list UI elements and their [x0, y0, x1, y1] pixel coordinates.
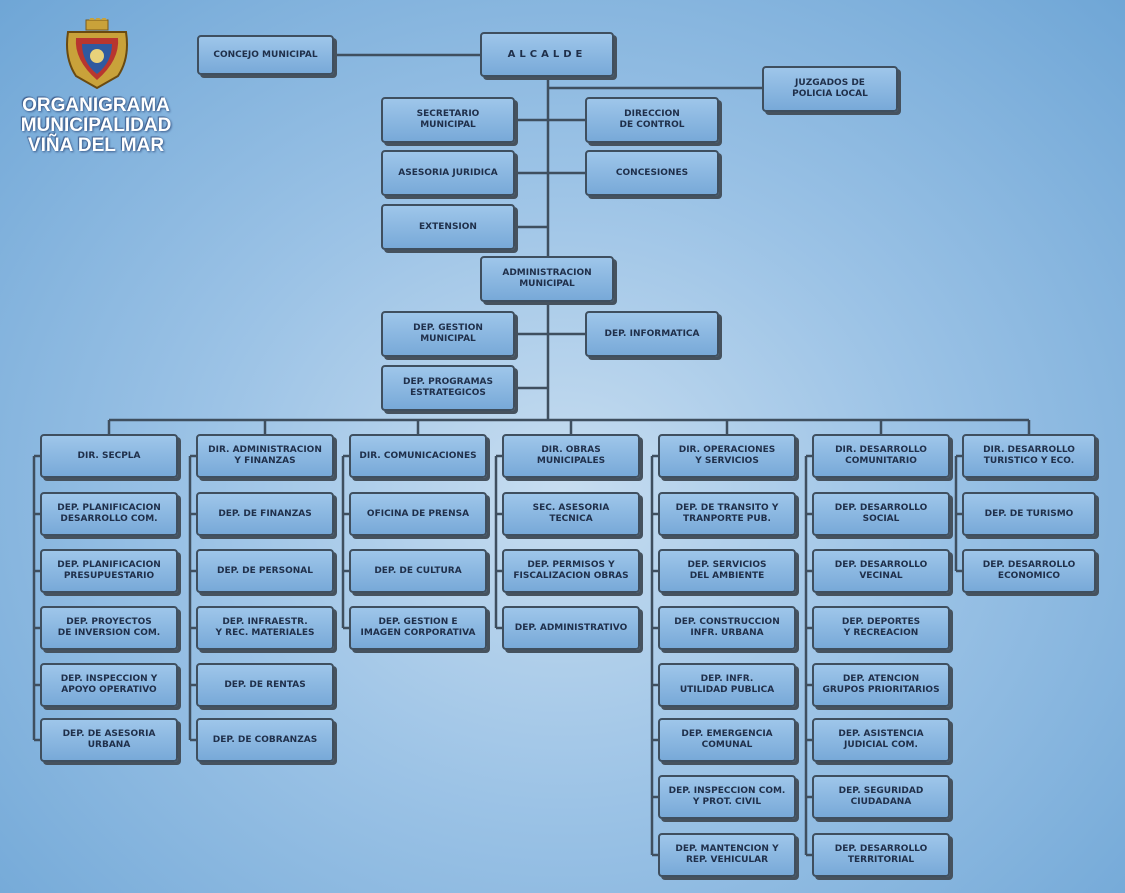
- box-dep: DEP. ATENCION GRUPOS PRIORITARIOS: [812, 663, 950, 707]
- box-dep: DEP. PERMISOS Y FISCALIZACION OBRAS: [502, 549, 640, 593]
- box-juzgados: JUZGADOS DE POLICIA LOCAL: [762, 66, 898, 112]
- box-dep: DEP. DESARROLLO TERRITORIAL: [812, 833, 950, 877]
- page-title: ORGANIGRAMA MUNICIPALIDAD VIÑA DEL MAR: [20, 95, 172, 156]
- box-extension: EXTENSION: [381, 204, 515, 250]
- box-dep-programas-estrategicos: DEP. PROGRAMAS ESTRATEGICOS: [381, 365, 515, 411]
- box-dir-secpla: DIR. SECPLA: [40, 434, 178, 478]
- box-dep: DEP. PLANIFICACION PRESUPUESTARIO: [40, 549, 178, 593]
- box-dep-gestion-municipal: DEP. GESTION MUNICIPAL: [381, 311, 515, 357]
- box-dep: DEP. DE TRANSITO Y TRANPORTE PUB.: [658, 492, 796, 536]
- box-dep: DEP. ASISTENCIA JUDICIAL COM.: [812, 718, 950, 762]
- box-dep: DEP. DE TURISMO: [962, 492, 1096, 536]
- box-dep: DEP. ADMINISTRATIVO: [502, 606, 640, 650]
- box-asesoria-juridica: ASESORIA JURIDICA: [381, 150, 515, 196]
- box-dep: DEP. EMERGENCIA COMUNAL: [658, 718, 796, 762]
- box-dep: DEP. PLANIFICACION DESARROLLO COM.: [40, 492, 178, 536]
- box-dep: DEP. DE CULTURA: [349, 549, 487, 593]
- box-dep: DEP. GESTION E IMAGEN CORPORATIVA: [349, 606, 487, 650]
- box-dir-desarrollo-comunitario: DIR. DESARROLLO COMUNITARIO: [812, 434, 950, 478]
- box-dep: DEP. DE PERSONAL: [196, 549, 334, 593]
- box-administracion-municipal: ADMINISTRACION MUNICIPAL: [480, 256, 614, 302]
- box-dep: DEP. DESARROLLO VECINAL: [812, 549, 950, 593]
- box-dir-desarrollo-turistico: DIR. DESARROLLO TURISTICO Y ECO.: [962, 434, 1096, 478]
- box-dep: DEP. INSPECCION Y APOYO OPERATIVO: [40, 663, 178, 707]
- box-dep: DEP. CONSTRUCCION INFR. URBANA: [658, 606, 796, 650]
- box-concejo-municipal: CONCEJO MUNICIPAL: [197, 35, 334, 75]
- box-dep: DEP. DEPORTES Y RECREACION: [812, 606, 950, 650]
- box-dep: DEP. INSPECCION COM. Y PROT. CIVIL: [658, 775, 796, 819]
- box-dep: DEP. DE FINANZAS: [196, 492, 334, 536]
- box-alcalde: ALCALDE: [480, 32, 614, 77]
- box-secretario: SECRETARIO MUNICIPAL: [381, 97, 515, 143]
- box-dep: DEP. DE ASESORIA URBANA: [40, 718, 178, 762]
- box-dep: DEP. SEGURIDAD CIUDADANA: [812, 775, 950, 819]
- box-dep: DEP. DESARROLLO SOCIAL: [812, 492, 950, 536]
- box-dep: DEP. DE RENTAS: [196, 663, 334, 707]
- box-dir-obras-municipales: DIR. OBRAS MUNICIPALES: [502, 434, 640, 478]
- box-dep: DEP. MANTENCION Y REP. VEHICULAR: [658, 833, 796, 877]
- box-dep-informatica: DEP. INFORMATICA: [585, 311, 719, 357]
- box-dep: DEP. INFR. UTILIDAD PUBLICA: [658, 663, 796, 707]
- box-dir-administracion-finanzas: DIR. ADMINISTRACION Y FINANZAS: [196, 434, 334, 478]
- box-dir-operaciones-servicios: DIR. OPERACIONES Y SERVICIOS: [658, 434, 796, 478]
- box-dep: DEP. INFRAESTR. Y REC. MATERIALES: [196, 606, 334, 650]
- box-dep: SEC. ASESORIA TECNICA: [502, 492, 640, 536]
- box-dep: DEP. DE COBRANZAS: [196, 718, 334, 762]
- box-concesiones: CONCESIONES: [585, 150, 719, 196]
- box-dep: OFICINA DE PRENSA: [349, 492, 487, 536]
- box-dep: DEP. PROYECTOS DE INVERSION COM.: [40, 606, 178, 650]
- box-dep: DEP. DESARROLLO ECONOMICO: [962, 549, 1096, 593]
- box-dir-comunicaciones: DIR. COMUNICACIONES: [349, 434, 487, 478]
- box-dep: DEP. SERVICIOS DEL AMBIENTE: [658, 549, 796, 593]
- coat-of-arms-icon: [66, 18, 128, 90]
- box-direccion-control: DIRECCION DE CONTROL: [585, 97, 719, 143]
